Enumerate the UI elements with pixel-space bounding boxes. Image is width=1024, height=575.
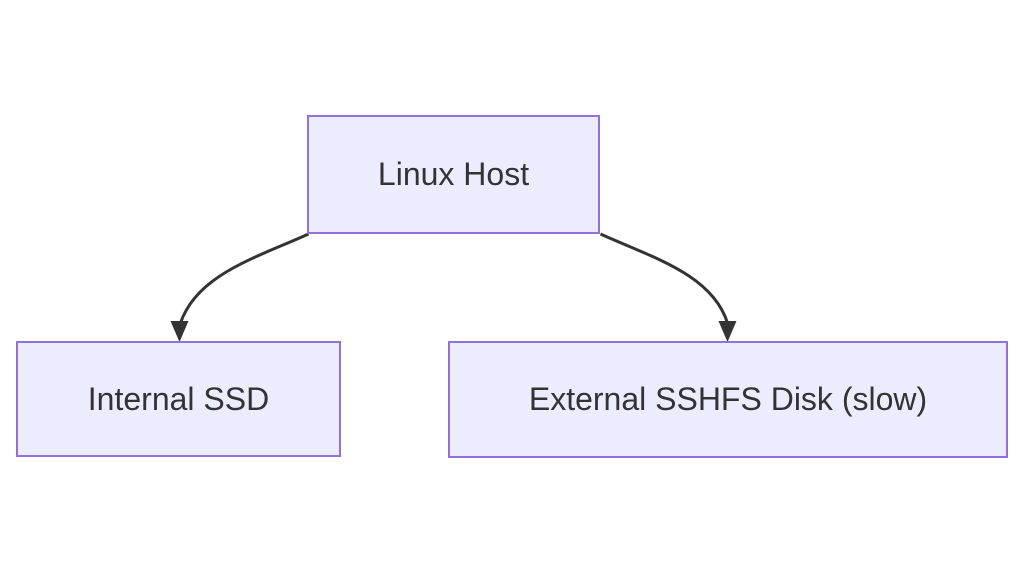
node-linux-host: Linux Host — [307, 115, 600, 234]
arrowhead-internal-ssd-icon — [170, 321, 189, 342]
node-linux-host-label: Linux Host — [377, 156, 530, 193]
edge-host-to-internal-ssd — [179, 232, 310, 324]
node-internal-ssd: Internal SSD — [16, 341, 341, 457]
arrowhead-external-sshfs-icon — [718, 321, 737, 342]
node-internal-ssd-label: Internal SSD — [87, 380, 270, 417]
edge-host-to-external-sshfs — [599, 232, 729, 324]
node-external-sshfs-disk: External SSHFS Disk (slow) — [448, 341, 1008, 458]
node-external-sshfs-disk-label: External SSHFS Disk (slow) — [528, 381, 928, 418]
